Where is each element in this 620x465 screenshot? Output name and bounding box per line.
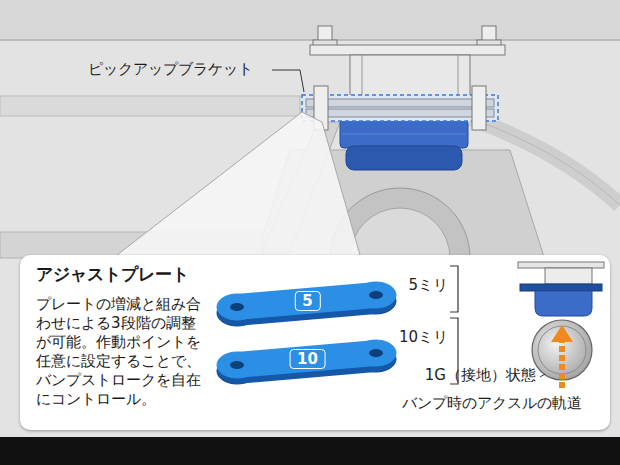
dimension-label: 5ミリ (408, 276, 448, 295)
adjust-plate: 10 (215, 329, 400, 385)
bump-rubber (340, 120, 468, 170)
state-label: 1G（接地）状態 (425, 366, 536, 385)
plate-number: 10 (289, 349, 326, 369)
dimension-label: 10ミリ (399, 328, 448, 347)
adjust-plate-highlight (302, 86, 498, 130)
part-name: ピックアップブラケット (88, 60, 253, 79)
leader-line (540, 374, 545, 377)
callout-body: プレートの増減と組み合 わせによる3段階の調整 が可能。作動ポイントを 任意に設… (36, 295, 210, 409)
bottom-bar (0, 437, 620, 465)
plate-top (217, 340, 396, 378)
adjust-plate: 5 (215, 277, 400, 327)
leader-line (272, 70, 304, 92)
callout-heading: アジャストプレート (36, 263, 189, 285)
plate-top (217, 282, 396, 320)
axle-end (532, 320, 592, 380)
frame-rail (0, 0, 620, 116)
callout-wedge (108, 112, 362, 262)
bump-arrow (551, 325, 573, 388)
trajectory-label: バンプ時のアクスルの軌道 (402, 394, 582, 413)
mini-bracket (518, 262, 604, 316)
plate-number: 5 (294, 291, 320, 311)
